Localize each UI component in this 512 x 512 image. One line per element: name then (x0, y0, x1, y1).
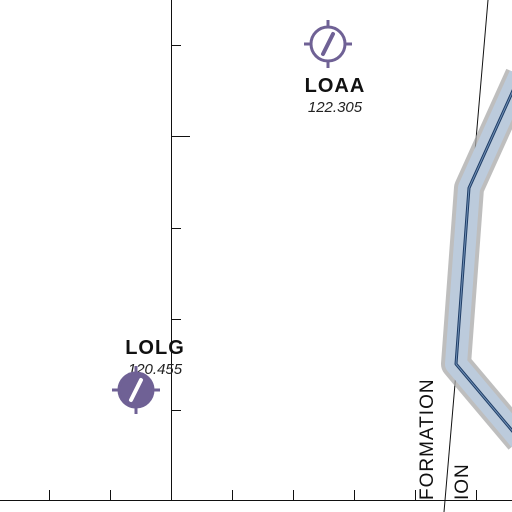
boundary-inner-line (455, 91, 512, 432)
airport-frequency: 122.305 (308, 99, 363, 116)
airport-ident: LOAA (305, 75, 366, 97)
airspace-label: FORMATION (417, 378, 438, 500)
airspace-label: ION (452, 463, 473, 500)
controlled-airspace-boundary (441, 68, 512, 450)
airport-runway-icon[interactable] (304, 20, 352, 68)
graticule (0, 0, 512, 501)
airport-loaa[interactable]: LOAA 122.305 (304, 20, 365, 116)
airport-ident: LOLG (125, 337, 185, 359)
airport-runway-icon[interactable] (112, 366, 160, 414)
airport-lolg[interactable]: LOLG 120.455 (112, 337, 185, 414)
